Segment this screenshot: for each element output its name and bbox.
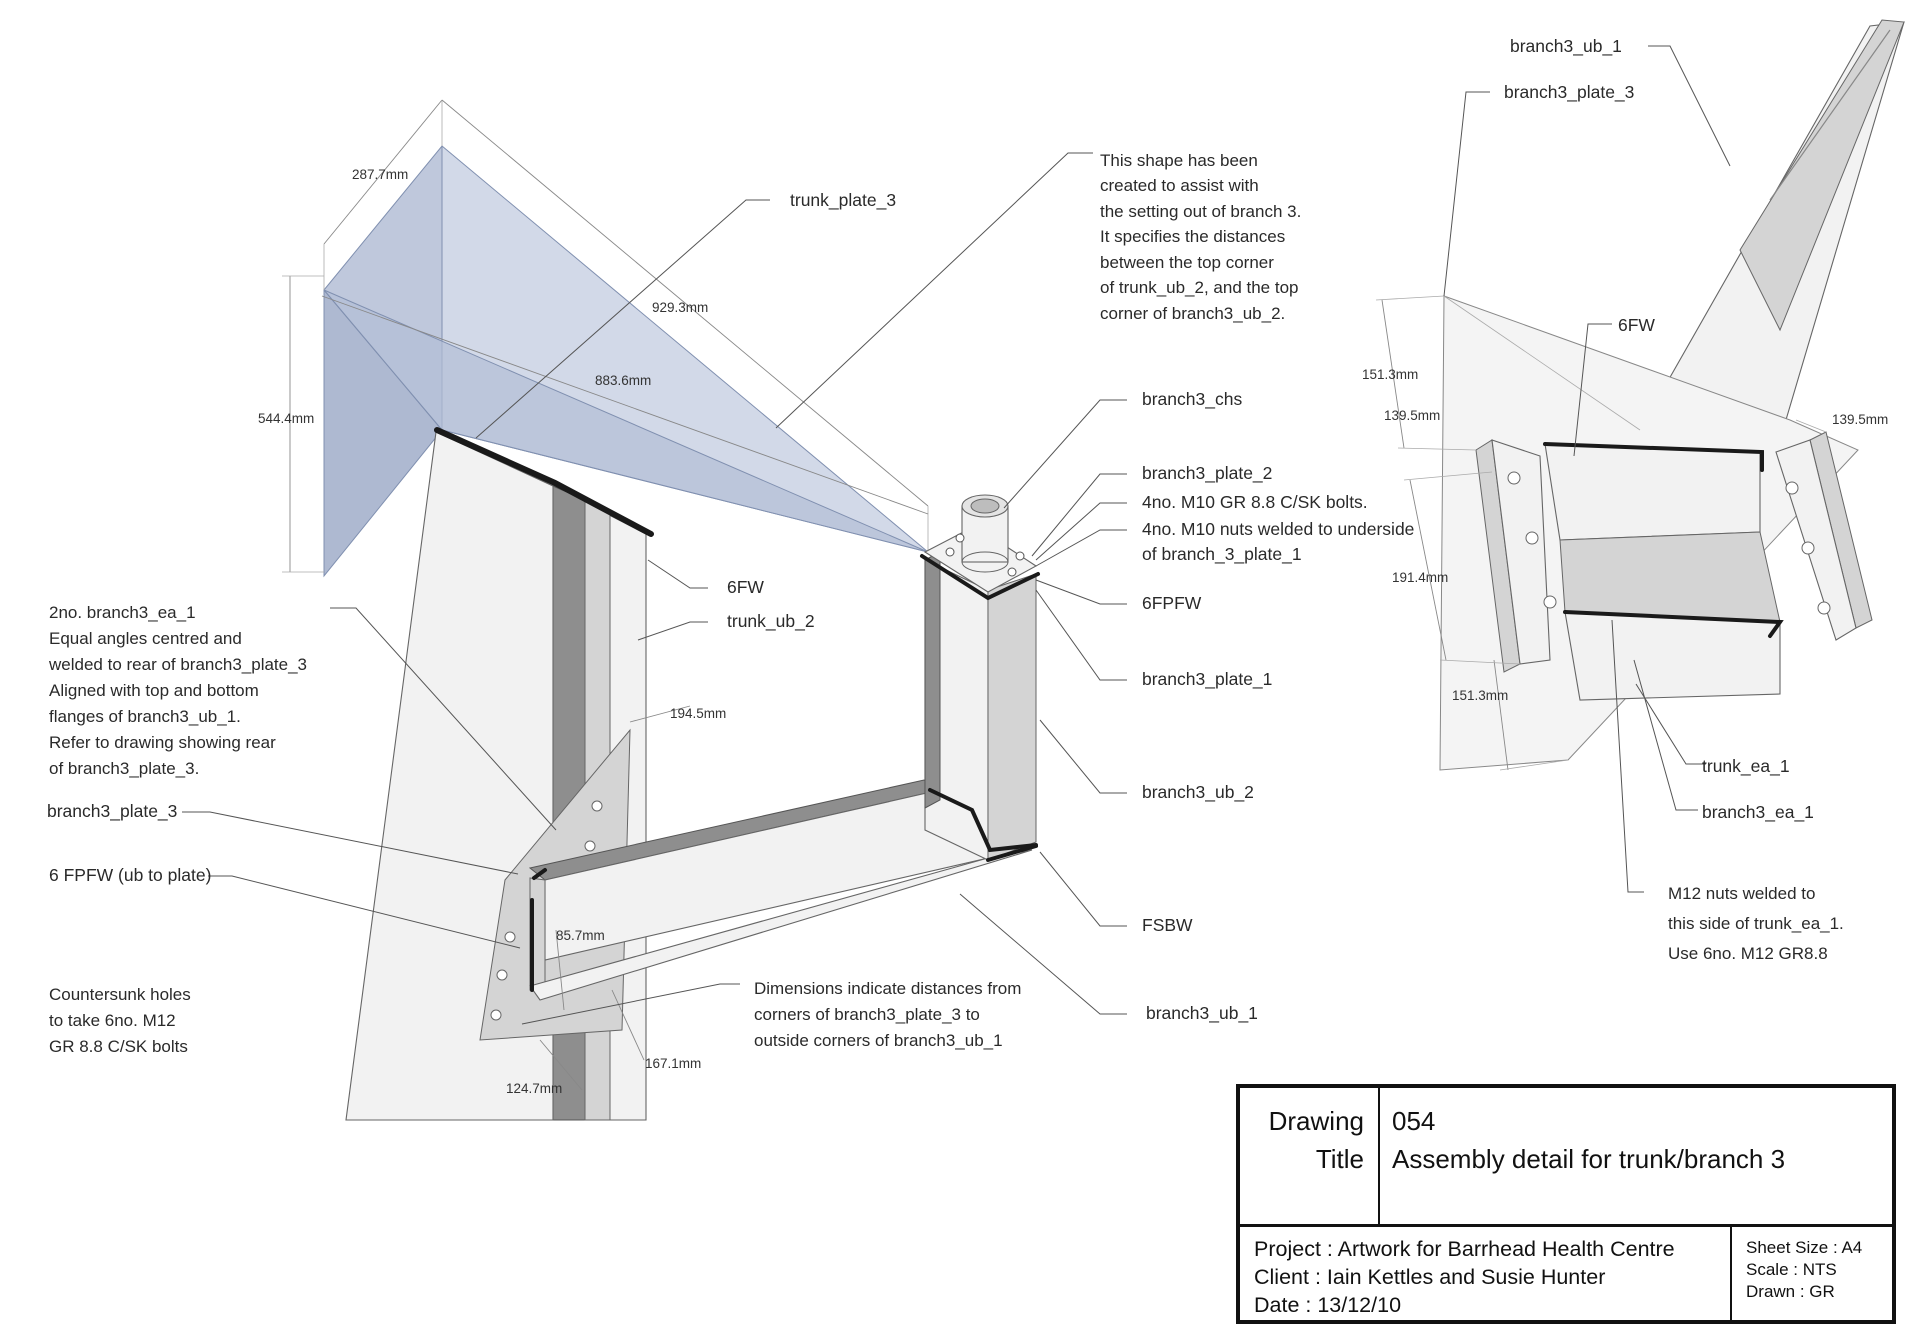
drawing-number: 054 — [1392, 1106, 1436, 1136]
countersunk-note: Countersunk holes to take 6no. M12 GR 8.… — [49, 985, 191, 1056]
svg-text:created to assist with: created to assist with — [1100, 176, 1259, 195]
label-branch3-plate-2: branch3_plate_2 — [1142, 463, 1272, 484]
svg-text:Dimensions indicate distances: Dimensions indicate distances from — [754, 979, 1021, 998]
dim-r-139-5-left: 139.5mm — [1384, 408, 1440, 423]
branch3-ub-2 — [924, 551, 1038, 862]
svg-text:It specifies the distances: It specifies the distances — [1100, 227, 1285, 246]
setting-out-shape — [323, 144, 929, 578]
drawing-title: Assembly detail for trunk/branch 3 — [1392, 1144, 1786, 1174]
label-branch3-chs: branch3_chs — [1142, 389, 1242, 410]
client-line: Client : Iain Kettles and Susie Hunter — [1254, 1265, 1606, 1289]
shape-note: This shape has been created to assist wi… — [1100, 151, 1301, 323]
dim-929-3: 929.3mm — [652, 300, 708, 315]
project-info: Project : Artwork for Barrhead Health Ce… — [1240, 1227, 1732, 1320]
dim-287-7: 287.7mm — [352, 167, 408, 182]
dimensions-note: Dimensions indicate distances from corne… — [754, 979, 1021, 1050]
svg-text:the setting out of branch 3.: the setting out of branch 3. — [1100, 202, 1301, 221]
label-branch3-ub-2: branch3_ub_2 — [1142, 782, 1254, 803]
svg-text:GR 8.8 C/SK bolts: GR 8.8 C/SK bolts — [49, 1037, 188, 1056]
dim-r-151-3-top: 151.3mm — [1362, 367, 1418, 382]
drawing-caption: Drawing — [1268, 1106, 1364, 1136]
dim-r-139-5-right: 139.5mm — [1832, 412, 1888, 427]
sheet-size: Sheet Size : A4 — [1746, 1238, 1863, 1257]
svg-text:This shape has been: This shape has been — [1100, 151, 1258, 170]
project-line: Project : Artwork for Barrhead Health Ce… — [1254, 1237, 1675, 1261]
dim-883-6: 883.6mm — [595, 373, 651, 388]
title-block-captions: Drawing Title — [1240, 1088, 1380, 1224]
label-m10-nuts-2: of branch_3_plate_1 — [1142, 544, 1302, 565]
branch3-ub-1 — [528, 779, 1033, 1001]
label-r-6fw: 6FW — [1618, 315, 1655, 335]
svg-text:corner of branch3_ub_2.: corner of branch3_ub_2. — [1100, 304, 1285, 323]
dim-124-7: 124.7mm — [506, 1081, 562, 1096]
label-branch3-ub-1: branch3_ub_1 — [1146, 1003, 1258, 1024]
svg-text:Countersunk holes: Countersunk holes — [49, 985, 191, 1004]
rear-detail-leaders — [1443, 45, 1731, 893]
label-r-branch3-ub-1: branch3_ub_1 — [1510, 36, 1622, 57]
svg-text:of trunk_ub_2, and the top: of trunk_ub_2, and the top — [1100, 278, 1299, 297]
svg-text:of branch3_plate_3.: of branch3_plate_3. — [49, 759, 199, 778]
title-block: Drawing Title 054 Assembly detail for tr… — [1236, 1084, 1896, 1324]
svg-text:this side of trunk_ea_1.: this side of trunk_ea_1. — [1668, 914, 1844, 933]
dim-167-1: 167.1mm — [645, 1056, 701, 1071]
svg-text:Equal angles centred and: Equal angles centred and — [49, 629, 242, 648]
dim-r-151-3-bottom: 151.3mm — [1452, 688, 1508, 703]
dim-85-7: 85.7mm — [556, 928, 605, 943]
label-6fpfw: 6FPFW — [1142, 593, 1202, 613]
svg-text:welded to rear of branch3_plat: welded to rear of branch3_plate_3 — [48, 655, 307, 674]
title-caption: Title — [1315, 1144, 1364, 1174]
svg-text:to take 6no. M12: to take 6no. M12 — [49, 1011, 176, 1030]
svg-text:2no. branch3_ea_1: 2no. branch3_ea_1 — [49, 603, 196, 622]
m12-note: M12 nuts welded to this side of trunk_ea… — [1668, 884, 1844, 963]
equal-angle-note: 2no. branch3_ea_1 Equal angles centred a… — [48, 603, 307, 778]
rear-plate-detail — [1439, 19, 1905, 771]
title-block-header: Drawing Title 054 Assembly detail for tr… — [1240, 1088, 1892, 1227]
dim-544-4: 544.4mm — [258, 411, 314, 426]
branch-dimensions — [539, 705, 691, 1091]
svg-text:Aligned with top and bottom: Aligned with top and bottom — [49, 681, 259, 700]
label-trunk-ea-1: trunk_ea_1 — [1702, 756, 1790, 777]
scale: Scale : NTS — [1746, 1260, 1837, 1279]
svg-text:Refer to drawing showing rear: Refer to drawing showing rear — [49, 733, 276, 752]
label-branch3-plate-1: branch3_plate_1 — [1142, 669, 1272, 690]
label-r-branch3-ea-1: branch3_ea_1 — [1702, 802, 1814, 823]
branch3-chs — [945, 494, 1025, 577]
label-trunk-plate-3: trunk_plate_3 — [790, 190, 896, 211]
label-m10-nuts: 4no. M10 nuts welded to underside — [1142, 519, 1414, 539]
date-line: Date : 13/12/10 — [1254, 1293, 1402, 1317]
svg-text:flanges of branch3_ub_1.: flanges of branch3_ub_1. — [49, 707, 241, 726]
svg-text:corners of branch3_plate_3 to: corners of branch3_plate_3 to — [754, 1005, 980, 1024]
svg-text:M12 nuts welded to: M12 nuts welded to — [1668, 884, 1815, 903]
label-r-branch3-plate-3: branch3_plate_3 — [1504, 82, 1634, 103]
leader-lines — [182, 152, 1127, 1025]
label-m10-bolts: 4no. M10 GR 8.8 C/SK bolts. — [1142, 492, 1368, 512]
svg-text:between the top corner: between the top corner — [1100, 253, 1274, 272]
dim-194-5: 194.5mm — [670, 706, 726, 721]
svg-text:outside corners of branch3_ub_: outside corners of branch3_ub_1 — [754, 1031, 1003, 1050]
label-branch3-plate-3: branch3_plate_3 — [47, 801, 177, 822]
label-fsbw: FSBW — [1142, 915, 1193, 935]
dim-r-191-4: 191.4mm — [1392, 570, 1448, 585]
setting-out-dimensions — [282, 99, 929, 573]
label-6-fpfw-ub-to-plate: 6 FPFW (ub to plate) — [49, 865, 211, 885]
svg-text:Use 6no. M12 GR8.8: Use 6no. M12 GR8.8 — [1668, 944, 1828, 963]
drawn-by: Drawn : GR — [1746, 1282, 1835, 1301]
label-trunk-ub-2: trunk_ub_2 — [727, 611, 815, 632]
rear-detail-dimensions — [1375, 295, 1827, 771]
label-6fw-left: 6FW — [727, 577, 764, 597]
